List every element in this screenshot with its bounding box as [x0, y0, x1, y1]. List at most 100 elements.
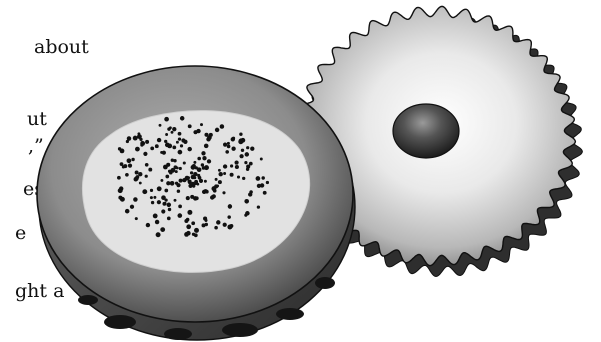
granule-dot [239, 154, 243, 158]
granule-dot [168, 170, 171, 173]
granule-dot [160, 179, 163, 182]
granule-dot [188, 179, 192, 183]
granule-dot [193, 176, 196, 179]
granule-dot [131, 158, 134, 161]
granule-dot [249, 162, 253, 166]
granule-dot [177, 189, 180, 192]
granule-dot [151, 201, 154, 204]
granule-dot [242, 177, 245, 180]
granule-dot [212, 194, 216, 198]
granule-dot [118, 196, 122, 200]
rim-blotch [164, 328, 192, 340]
granule-dot [197, 174, 200, 177]
granule-dot [227, 145, 231, 149]
granule-dot [153, 196, 156, 199]
granule-dot [130, 205, 134, 209]
granule-dot [162, 151, 166, 155]
granule-dot [195, 196, 199, 200]
granule-dot [153, 213, 158, 218]
granule-dot [164, 189, 168, 193]
granule-dot [231, 147, 235, 151]
granule-dot [249, 190, 253, 194]
granule-dot [135, 147, 140, 152]
rim-blotch [276, 308, 304, 320]
granule-dot [223, 164, 227, 168]
granule-dot [207, 159, 211, 163]
granule-dot [174, 199, 177, 202]
granule-dot [168, 208, 171, 211]
nucleus [393, 104, 459, 158]
granule-dot [184, 219, 188, 223]
granule-dot [176, 183, 180, 187]
granule-dot [191, 221, 195, 225]
granule-dot [135, 171, 139, 175]
granule-dot [245, 211, 250, 216]
granule-dot [227, 142, 230, 145]
granule-dot [172, 145, 176, 149]
granule-dot [179, 167, 182, 170]
granule-dot [213, 189, 217, 193]
granule-dot [188, 124, 192, 128]
granule-dot [266, 181, 269, 184]
granule-dot [246, 168, 249, 171]
granule-dot [193, 172, 197, 176]
granule-dot [161, 209, 165, 213]
granule-dot [241, 149, 244, 152]
granule-dot [145, 175, 148, 178]
rim-blotch [222, 323, 258, 337]
granule-dot [227, 225, 232, 230]
granule-dot [205, 223, 208, 226]
granule-dot [186, 196, 190, 200]
granule-dot [188, 184, 192, 188]
granule-dot [177, 213, 182, 218]
granule-dot [222, 191, 225, 194]
granule-dot [175, 170, 178, 173]
granule-dot [171, 131, 174, 134]
granule-dot [218, 172, 222, 176]
granule-dot [186, 224, 191, 229]
granule-dot [260, 183, 264, 187]
granule-dot [155, 220, 159, 224]
granule-dot [205, 190, 209, 194]
granule-dot [193, 161, 196, 164]
granule-dot [118, 147, 121, 150]
granule-dot [133, 197, 138, 202]
granule-dot [227, 215, 230, 218]
granule-dot [145, 140, 149, 144]
granule-dot [139, 182, 142, 185]
granule-dot [160, 227, 165, 232]
granule-dot [140, 144, 143, 147]
granule-dot [172, 127, 176, 131]
granule-dot [139, 138, 142, 141]
granule-dot [150, 189, 153, 192]
granule-dot [120, 162, 124, 166]
granule-dot [200, 123, 203, 126]
granule-dot [194, 180, 198, 184]
granule-dot [138, 172, 142, 176]
granule-dot [125, 173, 129, 177]
granule-dot [167, 217, 171, 221]
granule-dot [118, 188, 123, 193]
granule-dot [201, 151, 205, 155]
granule-dot [181, 138, 185, 142]
granule-dot [209, 133, 213, 137]
granule-dot [148, 168, 152, 172]
granule-dot [232, 137, 235, 140]
granule-dot [235, 165, 239, 169]
granule-dot [179, 179, 183, 183]
rim-blotch [315, 277, 335, 289]
granule-dot [194, 228, 199, 233]
granule-dot [176, 141, 179, 144]
granule-dot [197, 157, 201, 161]
granule-dot [202, 166, 206, 170]
granule-dot [164, 140, 167, 143]
granule-dot [218, 169, 221, 172]
granule-dot [214, 226, 218, 230]
granule-dot [178, 132, 182, 136]
granule-dot [260, 158, 263, 161]
granule-dot [228, 204, 232, 208]
granule-dot [245, 152, 249, 156]
granule-dot [263, 191, 267, 195]
granule-dot [246, 146, 249, 149]
